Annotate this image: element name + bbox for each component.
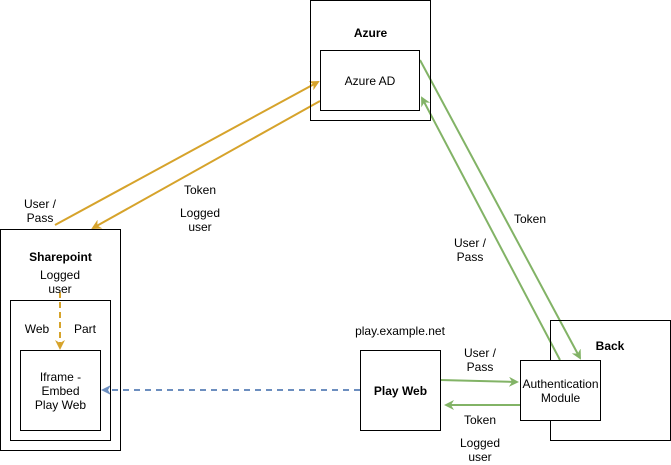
- edge-playweb-to-auth: [439, 376, 519, 387]
- play-web-host: play.example.net: [355, 324, 445, 338]
- azure-ad-node[interactable]: [320, 50, 420, 111]
- sharepoint-logged-user: Logged user: [39, 268, 81, 296]
- auth-module-node[interactable]: [520, 360, 601, 421]
- web-part-label-left: Web: [24, 322, 50, 336]
- label-auth-to-playweb-logged: Logged user: [459, 436, 501, 464]
- edge-azure-ad-to-sharepoint: [91, 100, 321, 229]
- edge-sharepoint-to-azure-ad: [54, 81, 320, 226]
- auth-module-label: Authentication Module: [522, 377, 599, 405]
- sharepoint-title: Sharepoint: [29, 250, 92, 264]
- azure-container[interactable]: [310, 0, 431, 121]
- back-title: Back: [595, 339, 625, 353]
- play-web-node[interactable]: [360, 350, 441, 431]
- label-playweb-to-auth: User / Pass: [463, 346, 496, 374]
- web-part-container[interactable]: [10, 300, 111, 441]
- play-web-label: Play Web: [373, 384, 428, 398]
- iframe-node[interactable]: [20, 350, 101, 431]
- iframe-label: Iframe - Embed Play Web: [34, 370, 87, 412]
- label-azure-to-auth-token: Token: [513, 212, 547, 226]
- label-sharepoint-to-azure: User / Pass: [23, 197, 56, 225]
- label-auth-to-azure: User / Pass: [453, 236, 486, 264]
- azure-title: Azure: [353, 26, 388, 40]
- label-azure-token: Token: [183, 183, 217, 197]
- web-part-label-right: Part: [73, 322, 96, 336]
- label-auth-to-playweb-token: Token: [463, 413, 497, 427]
- label-azure-logged-user: Logged user: [179, 206, 221, 234]
- edge-auth-to-azure-ad: [421, 96, 561, 361]
- azure-ad-label: Azure AD: [344, 74, 396, 88]
- edge-azure-ad-to-auth: [419, 59, 581, 360]
- sharepoint-container[interactable]: [0, 229, 121, 451]
